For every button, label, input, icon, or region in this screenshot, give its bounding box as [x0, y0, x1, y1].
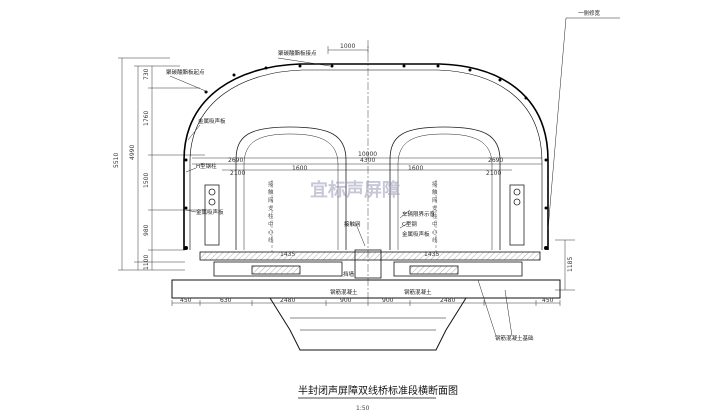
label-right-panel: 金属吸声板: [402, 230, 430, 238]
vertical-char: 网: [432, 197, 438, 204]
track-deck: [199, 249, 541, 279]
vertical-char: 柱: [268, 212, 274, 220]
dim-b450-left: 450: [180, 297, 192, 304]
vertical-char: 心: [268, 229, 274, 236]
sound-barrier-arch: [183, 63, 549, 250]
dim-5510: 5510: [113, 153, 120, 168]
right-dimension-lines: [555, 239, 575, 291]
label-right-power: 车辆限界示意: [402, 210, 436, 218]
vertical-char: 中: [268, 220, 274, 228]
bridge-deck: [171, 279, 561, 351]
label-center-cable: 接触网: [344, 220, 361, 228]
dim-b900-right: 900: [382, 297, 394, 304]
dim-980: 980: [143, 224, 150, 236]
vertical-char: 接: [432, 180, 438, 188]
dim-1185: 1185: [567, 257, 574, 272]
drawing-scale: 1:50: [356, 405, 370, 412]
dim-10000: 10000: [358, 151, 377, 158]
leader-lines: [169, 17, 620, 337]
arch-joints: [184, 64, 548, 250]
top-dimension: [327, 46, 369, 54]
dim-1500: 1500: [143, 173, 150, 188]
label-top-panel: 聚碳酸酯板接点: [278, 49, 317, 57]
track-center-lines: [271, 180, 437, 252]
dim-1100: 1100: [143, 255, 150, 270]
dim-730: 730: [143, 68, 150, 80]
vertical-char: 心: [432, 229, 438, 236]
vertical-char: 触: [432, 188, 438, 196]
dim-1600-right: 1600: [408, 165, 423, 172]
label-steel-frame: H型钢柱: [196, 162, 217, 170]
side-posts: [204, 184, 525, 246]
vertical-char: 网: [268, 197, 274, 204]
dim-2100-left: 2100: [230, 170, 245, 177]
dim-2100-right: 2100: [486, 170, 501, 177]
dim-2690-right: 2690: [488, 157, 503, 164]
dim-1000: 1000: [340, 43, 355, 50]
dim-b450-right: 450: [542, 297, 554, 304]
vertical-char: 接: [268, 180, 274, 188]
label-metal-panel-lower: 金属吸声板: [196, 208, 224, 216]
bottom-dimension-lines: [171, 300, 561, 306]
dim-b900-left: 900: [340, 297, 352, 304]
vertical-char: 支: [432, 204, 438, 212]
label-upper-panel: 聚碳酸酯板起点: [166, 68, 205, 76]
drawing-title: 半封闭声屏障双线桥标准段横断面图: [298, 384, 458, 397]
vertical-char: 支: [268, 204, 274, 212]
vertical-char: 中: [432, 220, 438, 228]
dim-1600-left: 1600: [292, 165, 307, 172]
watermark: 宜标声屏障: [310, 179, 400, 201]
vertical-char: 触: [268, 188, 274, 196]
dim-1760: 1760: [143, 111, 150, 126]
train-left: [235, 126, 347, 250]
vertical-char: 柱: [432, 212, 438, 220]
label-rail-right: 钢筋混凝土: [404, 288, 432, 296]
dim-b630: 630: [220, 297, 232, 304]
label-wall: 挡墙: [343, 270, 355, 278]
width-dimensions: [192, 157, 542, 171]
label-bottom-right: 钢筋混凝土基础: [495, 334, 534, 342]
train-right: [389, 126, 501, 250]
label-side-line: 一侧修宽: [578, 9, 601, 17]
label-rail-left: 钢筋混凝土: [330, 288, 358, 296]
vertical-char: 线: [268, 236, 274, 244]
label-metal-panel-upper: 金属吸声板: [198, 117, 226, 125]
dim-4300: 4300: [360, 157, 375, 164]
dim-b2480-right: 2480: [440, 297, 455, 304]
left-dimension-lines: [118, 57, 205, 271]
dim-b2480-left: 2480: [280, 297, 295, 304]
vertical-char: 线: [432, 236, 438, 244]
dim-4990: 4990: [129, 145, 136, 160]
label-right-line2: C型钢: [402, 220, 417, 228]
